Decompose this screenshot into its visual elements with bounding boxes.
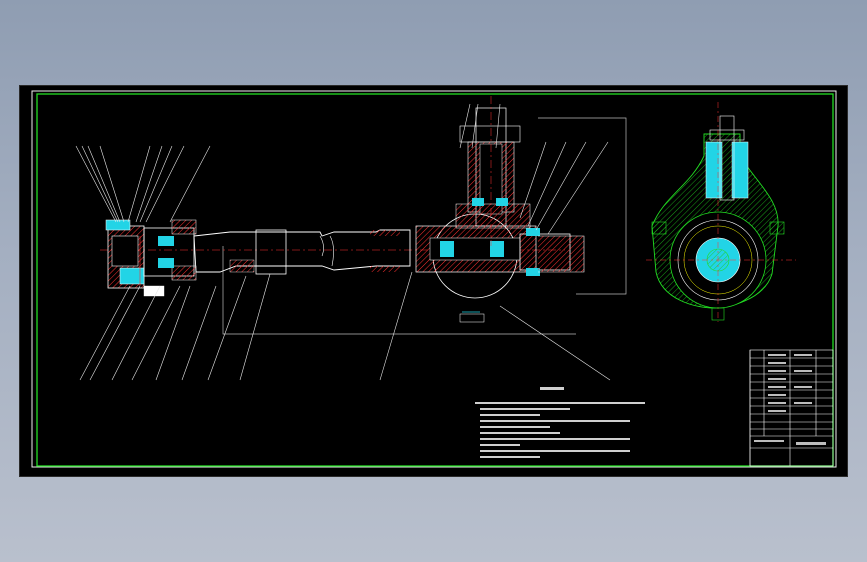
- axle-housing: [193, 229, 411, 275]
- section-view: [646, 102, 796, 322]
- title-block-fill: [754, 354, 826, 445]
- outer-frame: [31, 90, 837, 468]
- wheel-hub-assembly: [105, 219, 197, 297]
- title-block: [749, 349, 834, 467]
- inner-frame: [36, 93, 834, 467]
- technical-notes: [475, 387, 645, 458]
- cad-drawing: [31, 90, 837, 468]
- differential-housing: [415, 213, 585, 323]
- leader-lines: [75, 103, 611, 381]
- drawing-sheet: [20, 86, 847, 476]
- pinion-shaft: [455, 96, 531, 246]
- view-boundary: [222, 117, 627, 335]
